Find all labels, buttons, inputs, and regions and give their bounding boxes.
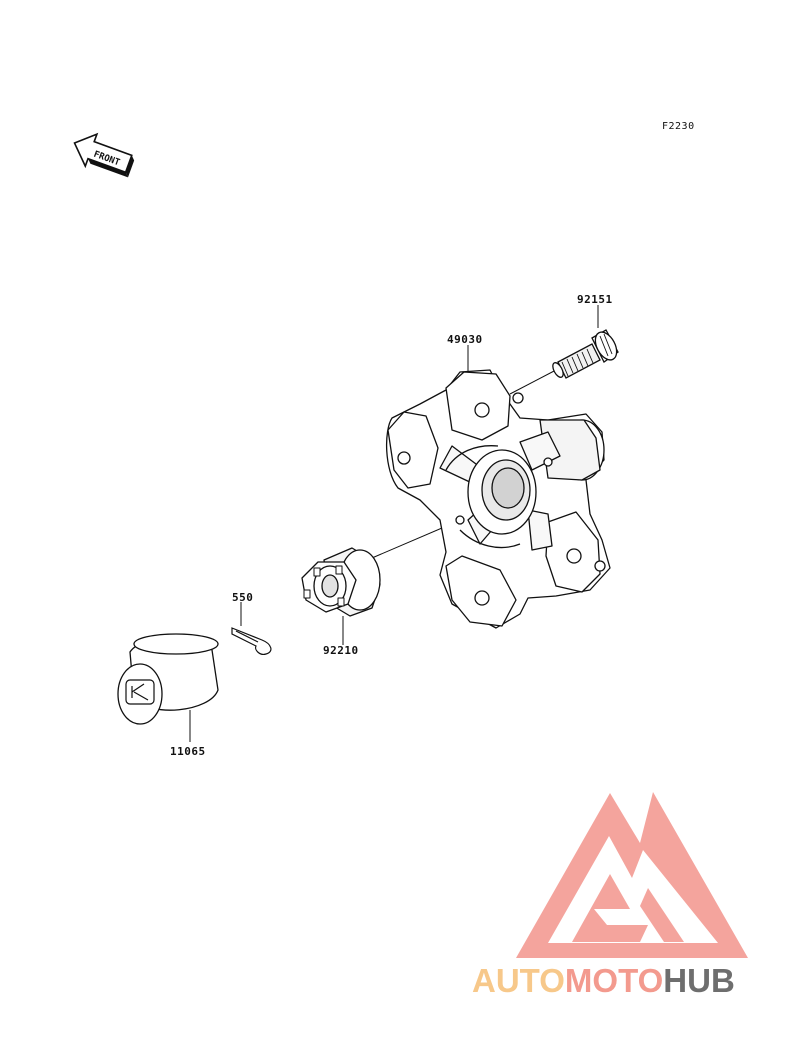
part-number-cotter-pin: 550 bbox=[232, 591, 254, 604]
part-number-hub: 49030 bbox=[447, 333, 483, 346]
part-number-nut: 92210 bbox=[323, 644, 359, 657]
castle-nut-92210 bbox=[301, 547, 381, 617]
cotter-pin-550 bbox=[231, 627, 272, 655]
watermark-word-part-3: HUB bbox=[663, 962, 735, 999]
bolt-92151 bbox=[552, 329, 619, 379]
part-number-bolt: 92151 bbox=[577, 293, 613, 306]
watermark-word-part-2: MOTO bbox=[564, 962, 664, 999]
hub-cap-11065 bbox=[117, 633, 219, 725]
hub-49030 bbox=[385, 369, 611, 629]
figure-code: F2230 bbox=[662, 121, 695, 132]
front-arrow-icon: FRONT bbox=[73, 132, 135, 178]
part-number-cap: 11065 bbox=[170, 745, 206, 758]
watermark-logo bbox=[516, 792, 748, 958]
watermark-word-part-1: AUTO bbox=[472, 962, 565, 999]
watermark-wordmark: AUTOMOTOHUB bbox=[472, 962, 735, 1000]
kawasaki-emblem-icon bbox=[125, 679, 155, 705]
